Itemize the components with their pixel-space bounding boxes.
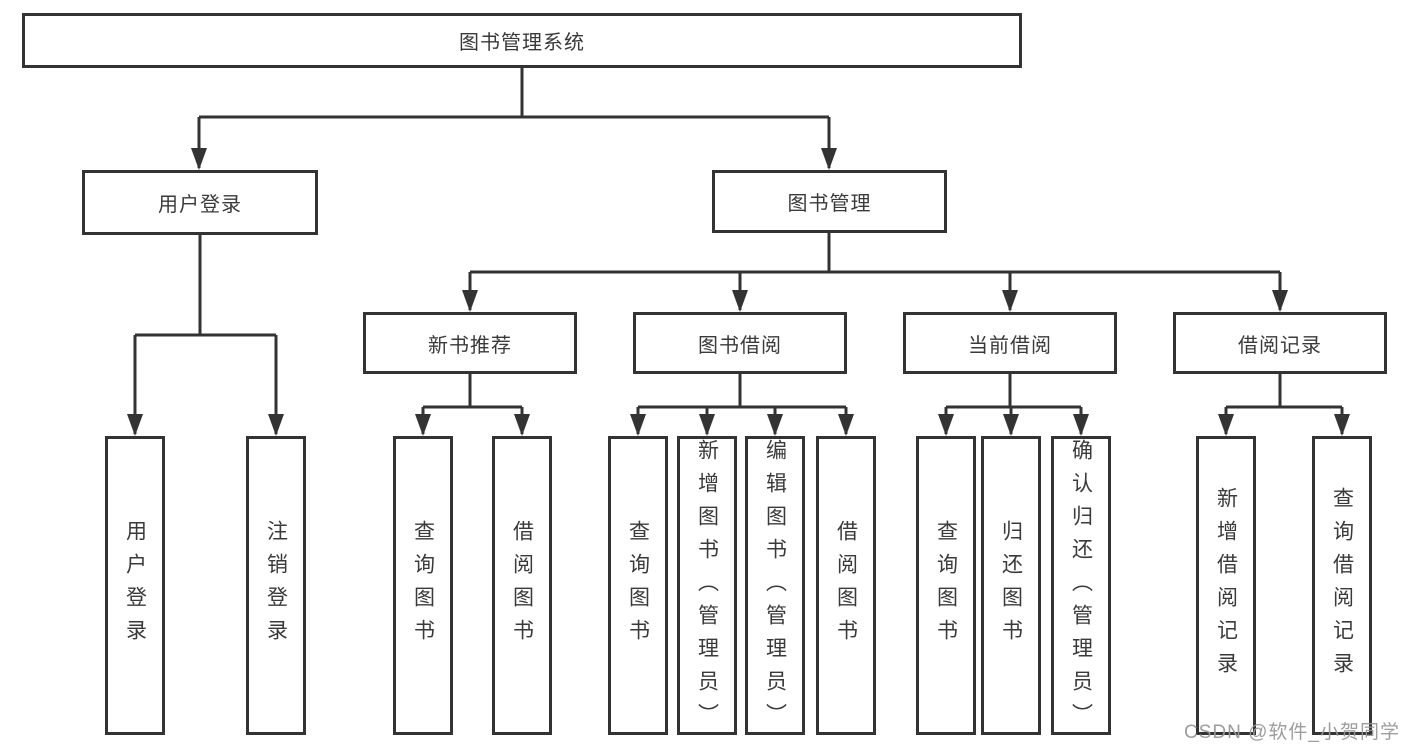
leaf-borrow-book-1: 借阅图书	[492, 436, 552, 735]
node-root-system: 图书管理系统	[22, 13, 1022, 68]
leaf-edit-book-admin: 编辑图书（管理员）	[745, 436, 805, 736]
node-borrow-records: 借阅记录	[1173, 312, 1387, 374]
node-user-login: 用户登录	[82, 170, 318, 235]
leaf-return-book: 归还图书	[981, 436, 1041, 735]
leaf-query-book-3: 查询图书	[916, 436, 976, 735]
node-current-borrow: 当前借阅	[903, 312, 1117, 374]
leaf-logout: 注销登录	[246, 436, 306, 735]
node-book-management: 图书管理	[712, 170, 947, 233]
leaf-query-book-1: 查询图书	[393, 436, 453, 735]
leaf-confirm-return-admin: 确认归还（管理员）	[1051, 436, 1111, 736]
csdn-watermark: CSDN @软件_小贺同学	[1184, 722, 1400, 743]
leaf-query-book-2: 查询图书	[608, 436, 668, 735]
node-book-borrow: 图书借阅	[633, 312, 847, 374]
leaf-user-login: 用户登录	[105, 436, 165, 735]
connector-trunks	[135, 68, 1342, 409]
leaf-borrow-book-2: 借阅图书	[816, 436, 876, 735]
node-new-book-recommend: 新书推荐	[363, 312, 577, 374]
leaf-query-borrow-record: 查询借阅记录	[1312, 436, 1372, 735]
leaf-add-book-admin: 新增图书（管理员）	[677, 436, 737, 736]
leaf-add-borrow-record: 新增借阅记录	[1196, 436, 1256, 735]
